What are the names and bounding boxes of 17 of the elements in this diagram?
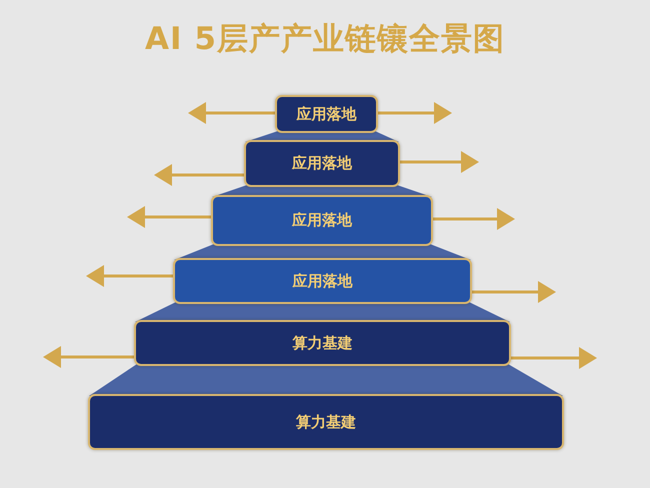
arrow xyxy=(511,347,597,369)
arrow xyxy=(86,265,173,287)
title: AI 5层产产业链镶全景图 xyxy=(144,20,506,59)
arrow xyxy=(433,208,515,230)
arrow xyxy=(154,164,244,186)
arrow xyxy=(378,102,452,124)
layer-box: 算力基建 xyxy=(134,320,511,366)
arrow xyxy=(127,206,211,228)
arrow xyxy=(400,151,479,173)
arrow xyxy=(43,346,134,368)
arrow xyxy=(472,281,556,303)
layer-box: 算力基建 xyxy=(88,394,564,450)
arrow xyxy=(188,102,275,124)
layer-box: 应用落地 xyxy=(211,195,433,246)
layer-box: 应用落地 xyxy=(275,95,378,133)
layer-box: 应用落地 xyxy=(173,258,472,304)
layer-box: 应用落地 xyxy=(244,140,400,187)
